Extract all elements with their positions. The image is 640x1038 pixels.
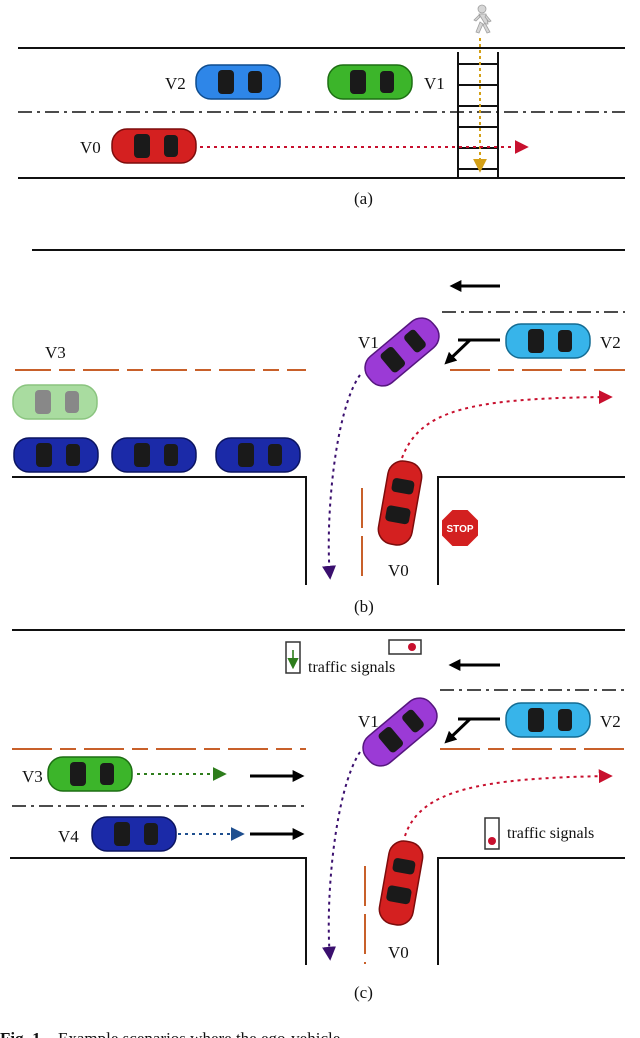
car-v0 (377, 460, 423, 546)
car-v3 (47, 756, 133, 792)
stop-sign-text: STOP (446, 524, 473, 535)
traffic-signal-red-icon (388, 639, 422, 655)
label-v2: V2 (600, 712, 621, 731)
curb-left (12, 476, 307, 585)
direction-arrow-v1 (444, 717, 472, 744)
label-v0: V0 (80, 138, 101, 157)
panel-c: traffic signals traffic signals (10, 629, 625, 1002)
panel-a: V2 V1 V0 (a) (18, 4, 625, 208)
crosswalk (457, 52, 499, 178)
caption-b: (b) (354, 597, 374, 616)
car-v2 (505, 702, 591, 738)
figure-caption-label: Fig. 1. (0, 1029, 45, 1038)
parked-car (215, 437, 301, 473)
direction-arrow-v1 (444, 338, 472, 365)
car-v1 (327, 64, 413, 100)
curb-right (437, 857, 625, 965)
label-v1: V1 (358, 333, 379, 352)
parked-car (111, 437, 197, 473)
curb-right (437, 476, 625, 585)
v1-path-arrow (322, 751, 361, 961)
label-v0: V0 (388, 943, 409, 962)
v1-path-arrow (322, 374, 361, 580)
label-v0: V0 (388, 561, 409, 580)
car-v1 (364, 317, 440, 387)
car-v2 (505, 323, 591, 359)
car-v1 (362, 697, 438, 767)
parked-car (13, 437, 99, 473)
figure-caption-text: Example scenarios where the ego-vehicle.… (58, 1029, 353, 1038)
caption-a: (a) (354, 189, 373, 208)
car-v4 (91, 816, 177, 852)
label-v1: V1 (358, 712, 379, 731)
traffic-signals-label-top: traffic signals (308, 659, 395, 676)
figure-caption: Fig. 1. Example scenarios where the ego-… (0, 1029, 353, 1038)
car-v2 (195, 64, 281, 100)
curb-left (10, 857, 307, 965)
traffic-signal-red-icon (484, 817, 500, 850)
v0-path-arrow (401, 390, 613, 459)
traffic-signal-green-icon (285, 641, 301, 674)
caption-c: (c) (354, 983, 373, 1002)
car-v0 (111, 128, 197, 164)
v0-path-arrow (404, 769, 613, 837)
label-v2: V2 (600, 333, 621, 352)
label-v2: V2 (165, 74, 186, 93)
label-v1: V1 (424, 74, 445, 93)
pedestrian-icon (473, 4, 492, 34)
car-v3-faded (12, 384, 98, 420)
label-v4: V4 (58, 827, 79, 846)
stop-sign-icon: STOP (440, 508, 480, 548)
traffic-signals-label-right: traffic signals (507, 825, 594, 842)
label-v3: V3 (45, 343, 66, 362)
car-v0 (378, 840, 424, 926)
label-v3: V3 (22, 767, 43, 786)
panel-b: STOP V3 V1 V2 V0 (b) (12, 249, 625, 616)
